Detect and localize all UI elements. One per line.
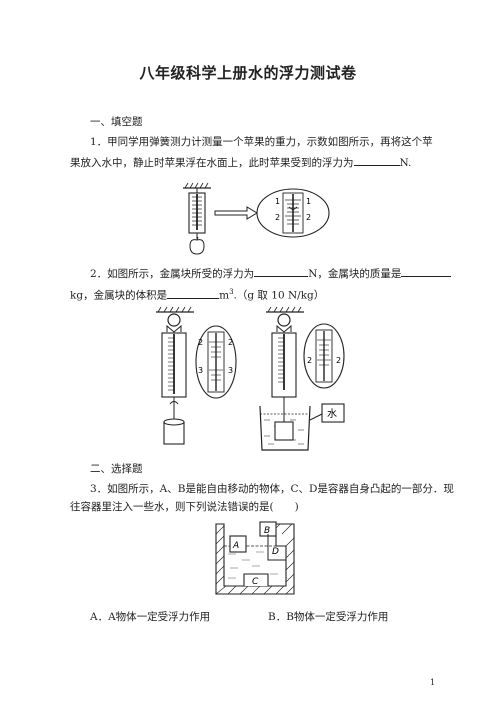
fig3-label-d: D: [272, 547, 279, 557]
fig2-water-label: 水: [327, 408, 337, 420]
fig1-label-1-left: 1: [275, 197, 280, 206]
q3-line2: 往容器里注入一些水，则下列说法错误的是( ): [70, 501, 299, 513]
q3-option-a: A．A物体一定受浮力作用: [90, 611, 211, 623]
fig2-left-label-2a: 2: [198, 338, 203, 347]
q2-line1-text-b: N，金属块的质量是: [308, 268, 402, 280]
figure-metal-block-scales: 2 2 3 3 2 2 水: [156, 306, 345, 451]
q1-line2-text: 果放入水中，静止时苹果浮在水面上，此时苹果受到的浮力为: [70, 157, 354, 169]
fig2-left-label-3a: 3: [198, 366, 203, 375]
fig1-label-1-right: 1: [306, 197, 311, 206]
q1-line1: 1．甲同学用弹簧测力计测量一个苹果的重力，示数如图所示，再将这个苹: [90, 136, 433, 148]
section-heading-fill-blank: 一、填空题: [90, 116, 143, 128]
figure-container-abcd: A B D C: [215, 521, 295, 595]
q2-blank-buoyancy: [254, 265, 309, 277]
q2-blank-volume: [167, 287, 220, 299]
fig2-left-label-3b: 3: [228, 366, 233, 375]
q2-line2-text-c: .（g 取 10 N/kg）: [233, 289, 325, 302]
q1-line2-unit: N.: [399, 157, 412, 169]
q1-answer-blank: [353, 154, 400, 166]
q2-line2-unit: m: [219, 289, 230, 302]
fig3-label-b: B: [264, 526, 270, 536]
fig2-right-label-2a: 2: [307, 356, 312, 365]
fig2-right-label-2b: 2: [336, 356, 341, 365]
document-title: 八年级科学上册水的浮力测试卷: [139, 64, 357, 82]
q2-line2-superscript: 3: [229, 288, 234, 296]
fig2-left-label-2b: 2: [228, 338, 233, 347]
fig3-label-a: A: [232, 541, 239, 551]
q1-line2: 果放入水中，静止时苹果浮在水面上，此时苹果受到的浮力为 N.: [70, 154, 411, 170]
fig1-label-2-right: 2: [306, 213, 311, 222]
section-heading-choice: 二、选择题: [90, 463, 143, 475]
figure-apple-spring-scale: 1 1 2 2: [183, 182, 330, 255]
page-number: 1: [430, 678, 436, 687]
q2-line1-text-a: 2．如图所示，金属块所受的浮力为: [90, 268, 255, 280]
q2-line2-text-a: kg，金属块的体积是: [70, 289, 168, 302]
q2-line1: 2．如图所示，金属块所受的浮力为 N，金属块的质量是: [90, 265, 452, 281]
q2-line2: kg，金属块的体积是 m3.（g 取 10 N/kg）: [70, 285, 324, 303]
q3-option-b: B．B物体一定受浮力作用: [268, 611, 389, 623]
q2-blank-mass: [401, 265, 452, 277]
fig3-label-c: C: [252, 577, 259, 587]
q3-line1: 3．如图所示，A、B是能自由移动的物体，C、D是容器自身凸起的一部分．现: [90, 483, 454, 495]
fig1-label-2-left: 2: [275, 213, 280, 222]
